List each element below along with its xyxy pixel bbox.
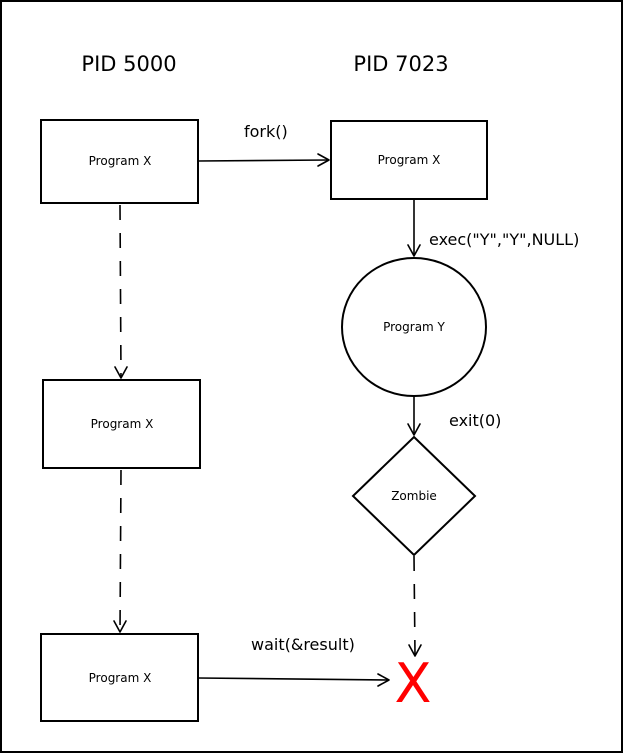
node-child-zombie: Zombie xyxy=(351,435,477,557)
svg-text:Program X: Program X xyxy=(378,153,441,167)
svg-text:Program X: Program X xyxy=(91,417,154,431)
edge-parent-continue-2 xyxy=(113,469,127,633)
svg-text:Program X: Program X xyxy=(89,154,152,168)
node-child-program-y: Program Y xyxy=(341,257,487,397)
edge-wait-arrow xyxy=(197,673,390,687)
svg-text:Program Y: Program Y xyxy=(383,320,445,334)
edge-exec-arrow xyxy=(407,199,421,257)
svg-text:Zombie: Zombie xyxy=(391,489,437,503)
edge-label-fork: fork() xyxy=(244,122,288,141)
node-parent-program-x-3: Program X xyxy=(40,633,199,722)
header-pid-child: PID 7023 xyxy=(353,52,448,76)
edge-label-exit: exit(0) xyxy=(449,411,501,430)
svg-text:Program X: Program X xyxy=(89,671,152,685)
header-pid-parent: PID 5000 xyxy=(81,52,176,76)
node-parent-program-x-1: Program X xyxy=(40,119,199,204)
edge-parent-continue-1 xyxy=(114,204,128,379)
edge-label-wait: wait(&result) xyxy=(251,635,355,654)
edge-label-exec: exec("Y","Y",NULL) xyxy=(429,230,579,249)
edge-zombie-to-terminated xyxy=(408,555,422,657)
node-parent-program-x-2: Program X xyxy=(42,379,201,469)
edge-fork-arrow xyxy=(197,153,330,167)
edge-exit-arrow xyxy=(407,396,421,436)
terminated-x-mark: X xyxy=(395,652,432,715)
node-child-program-x: Program X xyxy=(330,120,488,200)
